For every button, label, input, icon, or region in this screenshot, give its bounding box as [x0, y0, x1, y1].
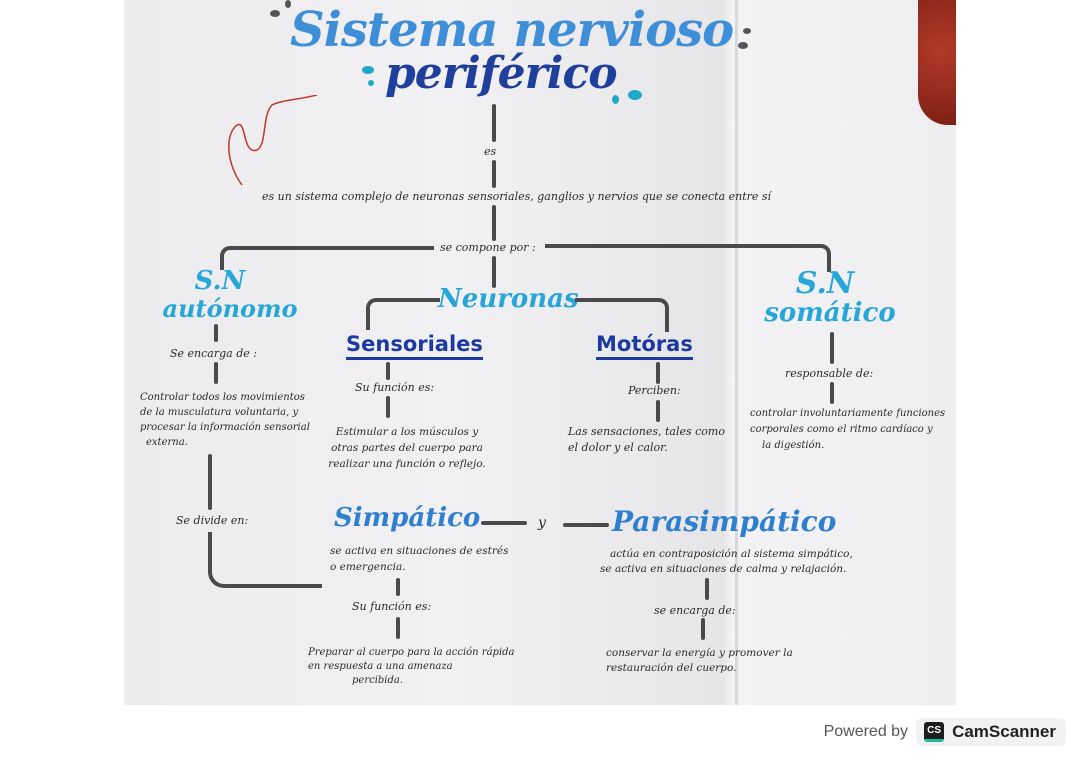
connector-line [214, 362, 218, 384]
connector-line [492, 160, 496, 188]
sensoriales-title: Sensoriales [346, 332, 483, 360]
connector-y-parasimpatico [563, 523, 609, 527]
somatico-description: controlar involuntariamente funciones co… [750, 406, 956, 454]
autonomo-divide-label: Se divide en: [176, 514, 249, 527]
motoras-title: Motóras [596, 332, 693, 360]
sensoriales-desc-line: Estimular a los músculos y [335, 426, 479, 438]
autonomo-desc-line: de la musculatura voluntaria, y [140, 407, 299, 418]
connector-neuronas-right [575, 298, 669, 332]
parasimpatico-activation: actúa en contraposición al sistema simpá… [600, 547, 890, 577]
sensoriales-desc-line: otras partes del cuerpo para [331, 442, 483, 454]
somatico-desc-line: corporales como el ritmo cardíaco y [750, 424, 933, 435]
connector-line [701, 618, 705, 640]
red-object [918, 0, 956, 125]
camscanner-badge[interactable]: CS CamScanner [916, 718, 1066, 746]
decor-dot [368, 80, 374, 86]
simpatico-desc-line: Preparar al cuerpo para la acción rápida [308, 647, 515, 658]
connector-line [705, 578, 709, 600]
connector-line [386, 362, 390, 380]
autonomo-desc-line: procesar la información sensorial [140, 422, 310, 433]
red-scribble [228, 95, 317, 186]
title-line1: Sistema nervioso [290, 2, 734, 58]
motoras-description: Las sensaciones, tales como el dolor y e… [568, 424, 738, 456]
simpatico-activation-line: o emergencia. [330, 561, 406, 573]
definition-text: es un sistema complejo de neuronas senso… [262, 190, 772, 203]
motoras-desc-line: Las sensaciones, tales como [568, 425, 725, 438]
neuronas-title: Neuronas [438, 284, 579, 314]
parasimpatico-title: Parasimpático [612, 505, 837, 538]
somatico-title-line1: S.N [795, 266, 855, 301]
connector-line [656, 362, 660, 384]
simpatico-desc-line: percibida. [352, 675, 404, 686]
connector-branch-right [545, 244, 831, 272]
motoras-connector: Perciben: [628, 384, 681, 397]
connector-line [492, 104, 496, 142]
decor-dot [612, 95, 619, 104]
autonomo-title-line1: S.N [194, 266, 246, 296]
connector-line [492, 256, 496, 288]
simpatico-description: Preparar al cuerpo para la acción rápida… [308, 646, 528, 688]
decor-dot [738, 42, 748, 49]
camscanner-brand: CamScanner [952, 722, 1056, 741]
simpatico-activation: se activa en situaciones de estrés o eme… [330, 543, 530, 575]
somatico-desc-line: controlar involuntariamente funciones [750, 408, 946, 419]
connector-divide-elbow [208, 532, 322, 588]
sensoriales-description: Estimular a los músculos y otras partes … [322, 424, 492, 472]
autonomo-title-line2: autónomo [162, 294, 298, 323]
footer-watermark: Powered by CS CamScanner [824, 718, 1066, 746]
connector-line [656, 400, 660, 422]
simpatico-desc-line: en respuesta a una amenaza [308, 661, 453, 672]
connector-line [386, 396, 390, 418]
sensoriales-connector: Su función es: [355, 381, 435, 394]
somatico-connector: responsable de: [785, 367, 874, 380]
somatico-title-line2: somático [764, 298, 896, 328]
decor-dot [362, 66, 374, 74]
parasimpatico-desc-line: conservar la energía y promover la [606, 647, 793, 659]
sensoriales-desc-line: realizar una función o reflejo. [328, 458, 486, 470]
connector-line [492, 205, 496, 241]
camscanner-logo-icon: CS [924, 722, 945, 742]
parasimpatico-desc-line: restauración del cuerpo. [606, 662, 737, 674]
decor-dot [743, 28, 751, 34]
motoras-desc-line: el dolor y el calor. [568, 441, 668, 454]
connector-neuronas-left [366, 298, 440, 330]
connector-line [214, 324, 218, 342]
connector-es: es [484, 145, 497, 158]
somatico-desc-line: la digestión. [762, 440, 825, 451]
decor-dot [285, 0, 291, 8]
simpatico-activation-line: se activa en situaciones de estrés [330, 545, 509, 557]
connector-simpatico-y [481, 521, 527, 525]
connector-line [830, 332, 834, 364]
title-line2: periférico [385, 48, 618, 99]
connector-compone: se compone por : [440, 241, 536, 254]
decor-dot [628, 90, 642, 100]
parasimpatico-activation-line: actúa en contraposición al sistema simpá… [610, 548, 853, 560]
connector-line [830, 382, 834, 404]
parasimpatico-activation-line: se activa en situaciones de calma y rela… [600, 563, 847, 575]
connector-branch-left [220, 246, 434, 270]
simpatico-title: Simpático [334, 503, 481, 533]
decor-dot [270, 10, 280, 17]
autonomo-desc-line: Controlar todos los movimientos [140, 392, 305, 403]
parasimpatico-connector: se encarga de: [654, 604, 736, 617]
autonomo-connector: Se encarga de : [170, 347, 257, 360]
autonomo-description: Controlar todos los movimientos de la mu… [140, 390, 310, 450]
simpatico-connector: Su función es: [352, 600, 432, 613]
autonomo-desc-line: externa. [146, 437, 188, 448]
page-fold [735, 0, 738, 705]
connector-line [208, 454, 212, 510]
and-label: y [538, 515, 546, 531]
parasimpatico-description: conservar la energía y promover la resta… [606, 646, 826, 676]
powered-by-label: Powered by [823, 723, 909, 740]
connector-line [396, 578, 400, 596]
connector-line [396, 617, 400, 639]
